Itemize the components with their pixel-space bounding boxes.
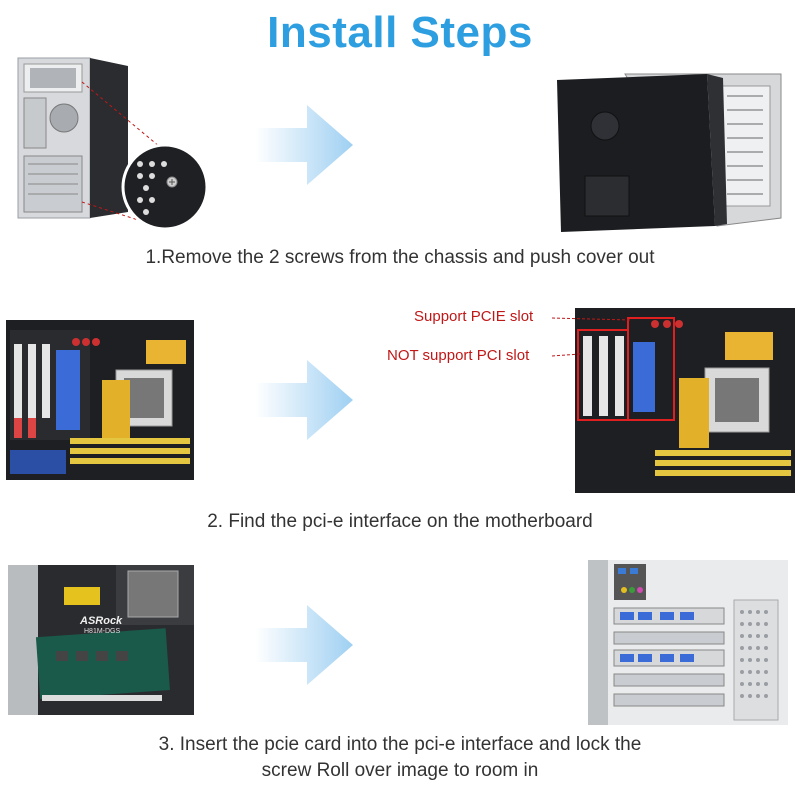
arrow-right-icon [255, 105, 353, 185]
pc-case-cover-removed-image [557, 73, 782, 232]
pci-slot-label: NOT support PCI slot [387, 347, 530, 364]
annotation-pointer-lines [551, 317, 631, 357]
step-3-caption-line-1: 3. Insert the pcie card into the pci-e i… [158, 734, 642, 755]
motherboard-brand-text: ASRock [80, 615, 123, 627]
page-title: Install Steps [267, 8, 533, 57]
motherboard-model-text: H81M-DGS [84, 628, 121, 635]
pc-tower-side-image [17, 57, 209, 231]
pc-rear-installed-card-image [588, 560, 788, 725]
motherboard-image [6, 320, 194, 480]
pcie-card-install-image: ASRock H81M-DGS [8, 565, 194, 715]
motherboard-annotated-image [575, 308, 795, 493]
pcie-slot-label: Support PCIE slot [414, 308, 534, 325]
step-1-caption: 1.Remove the 2 screws from the chassis a… [145, 247, 655, 268]
step-2-caption: 2. Find the pci-e interface on the mothe… [207, 511, 593, 532]
arrow-right-icon [255, 605, 353, 685]
arrow-right-icon [255, 360, 353, 440]
step-3-caption-line-2: screw Roll over image to room in [261, 760, 539, 781]
